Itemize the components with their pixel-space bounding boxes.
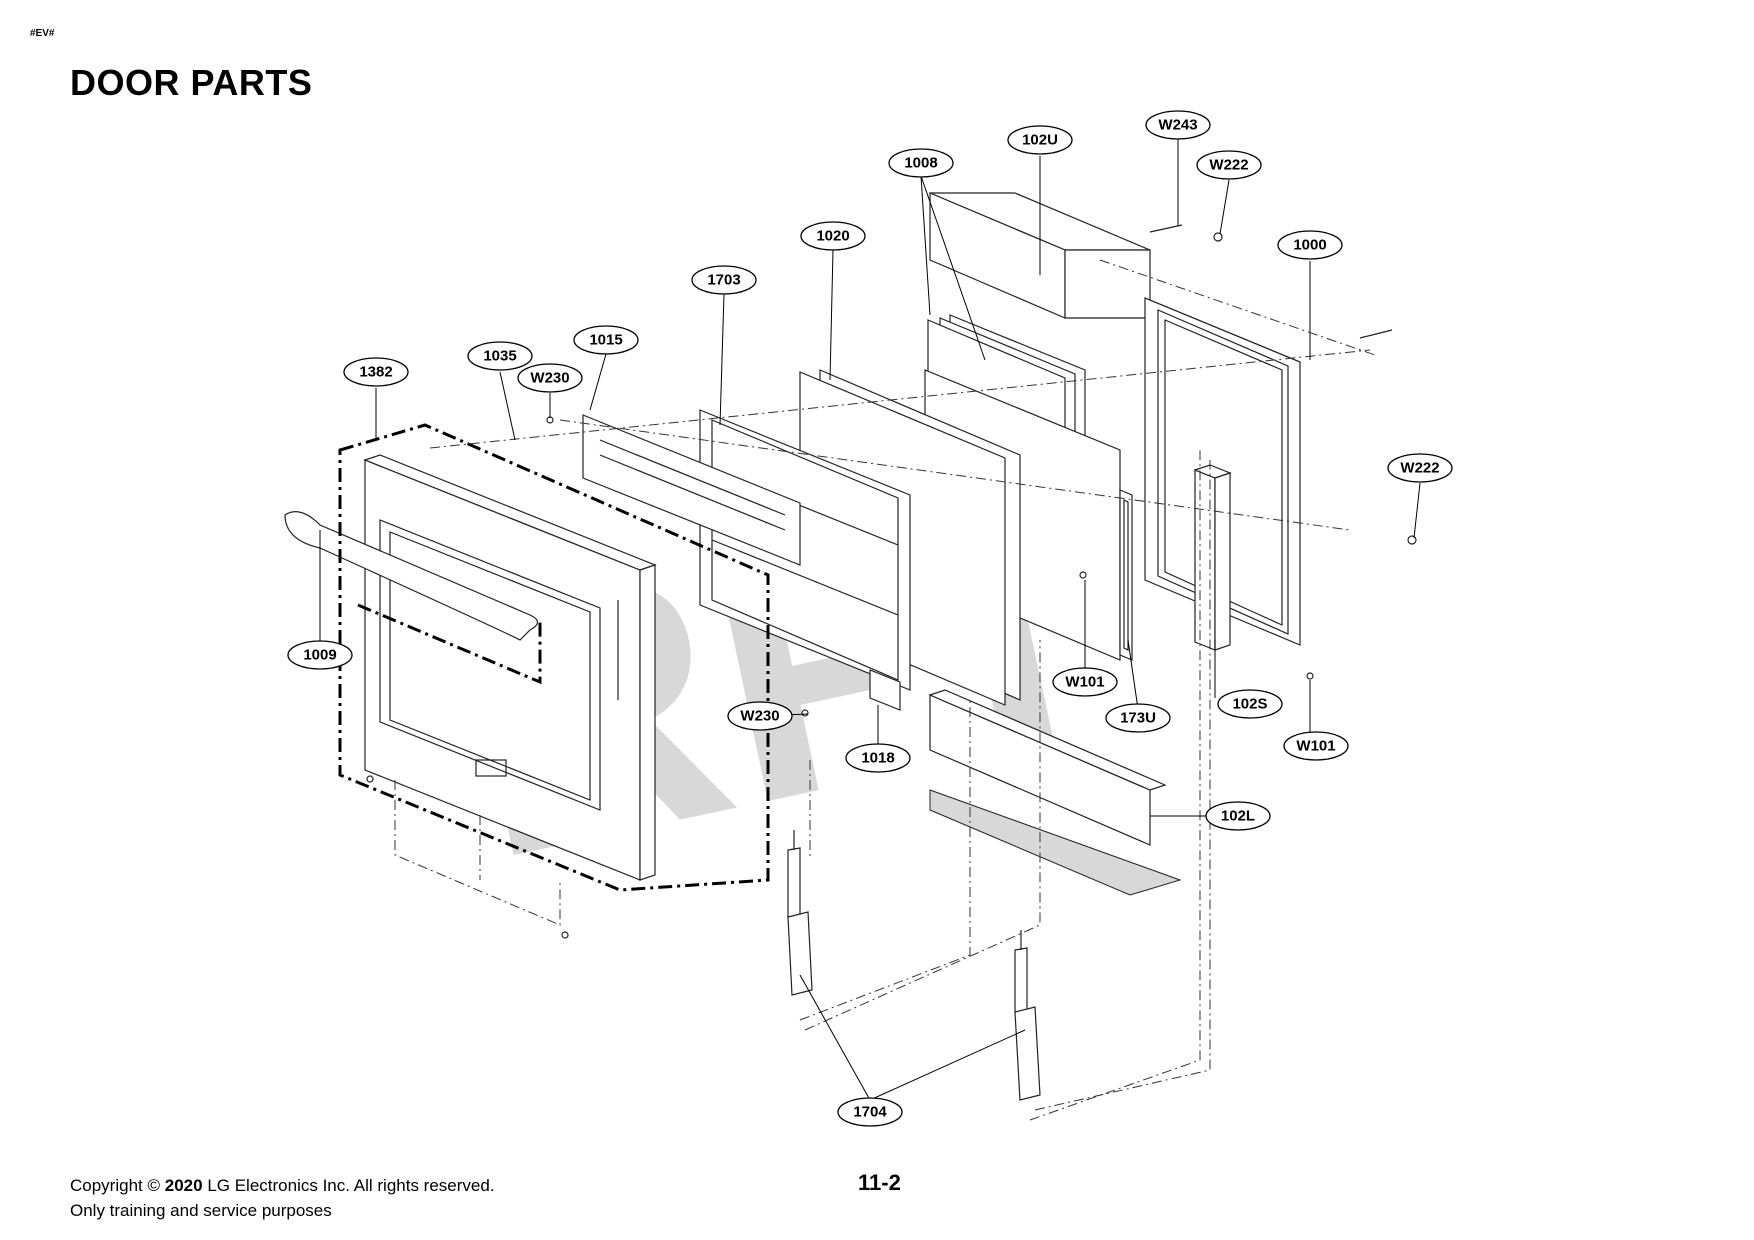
- screw-w230-bottom-icon: [801, 709, 809, 717]
- copyright-year: 2020: [164, 1176, 203, 1195]
- callout-label: 1703: [707, 272, 740, 289]
- callout-1000: 1000: [1277, 230, 1343, 260]
- callout-label: 102S: [1232, 696, 1267, 713]
- bracket-1018: [869, 669, 901, 711]
- callout-label: 1018: [861, 750, 894, 767]
- handle-1009: [284, 511, 539, 641]
- callout-label: W222: [1400, 460, 1439, 477]
- footer: Copyright © 2020 LG Electronics Inc. All…: [70, 1173, 495, 1223]
- callout-w230-top: W230: [517, 363, 583, 393]
- screw-right-icon: [1359, 329, 1393, 339]
- screw-bottom-icon: [561, 931, 569, 939]
- callout-w222-top: W222: [1196, 150, 1262, 180]
- callout-1704: 1704: [837, 1097, 903, 1127]
- page-number: 11-2: [858, 1170, 901, 1195]
- usage-note: Only training and service purposes: [70, 1201, 332, 1220]
- callout-1035: 1035: [467, 341, 533, 371]
- callout-label: 1000: [1293, 237, 1326, 254]
- callout-1009: 1009: [287, 640, 353, 670]
- callout-w222-right: W222: [1387, 453, 1453, 483]
- insulation-102l: [928, 689, 1182, 896]
- screw-w243-icon: [1149, 224, 1183, 233]
- callout-label: W230: [530, 370, 569, 387]
- panel-1015: [582, 414, 801, 718]
- callout-label: 1009: [303, 647, 336, 664]
- callout-label: W243: [1158, 117, 1197, 134]
- doc-code: #EV#: [30, 28, 55, 39]
- callout-label: 1382: [359, 364, 392, 381]
- callout-label: 1035: [483, 348, 516, 365]
- copyright-line: Copyright © 2020 LG Electronics Inc. All…: [70, 1173, 495, 1198]
- callout-label: 1008: [904, 155, 937, 172]
- callout-102l: 102L: [1205, 801, 1271, 831]
- callout-label: 1015: [589, 332, 622, 349]
- callout-w101-left: W101: [1052, 667, 1118, 697]
- screw-bottom-left-icon: [366, 775, 374, 783]
- callout-102s: 102S: [1217, 689, 1283, 719]
- callout-w230-bottom: W230: [727, 701, 793, 731]
- callout-1020: 1020: [800, 221, 866, 251]
- callout-w101-right: W101: [1283, 731, 1349, 761]
- callout-1703: 1703: [691, 265, 757, 295]
- callout-label: 102U: [1022, 132, 1058, 149]
- callout-173u: 173U: [1105, 703, 1171, 733]
- assembly-lines: [338, 259, 1376, 1121]
- page-title: DOOR PARTS: [70, 62, 313, 103]
- hinge-1704-right: [1014, 930, 1041, 1101]
- copyright-suffix: LG Electronics Inc. All rights reserved.: [207, 1176, 495, 1195]
- callout-1015: 1015: [573, 325, 639, 355]
- callout-label: W222: [1209, 157, 1248, 174]
- screw-w222-right-icon: [1407, 535, 1417, 545]
- callout-label: W101: [1296, 738, 1335, 755]
- outer-door-1382: [363, 454, 657, 881]
- copyright-prefix: Copyright ©: [70, 1176, 161, 1195]
- callout-w243: W243: [1145, 110, 1211, 140]
- callout-102u: 102U: [1007, 125, 1073, 155]
- hinge-1704-left: [787, 830, 813, 996]
- callout-label: 173U: [1120, 710, 1156, 727]
- screw-w101-right-icon: [1306, 672, 1314, 680]
- callout-label: 1704: [853, 1104, 887, 1121]
- leader-lines: [319, 138, 1421, 1101]
- strip-173u: [1119, 489, 1133, 661]
- callout-label: 102L: [1221, 808, 1255, 825]
- callout-label: W101: [1065, 674, 1104, 691]
- screw-w222-icon: [1213, 232, 1223, 242]
- callout-1382: 1382: [343, 357, 409, 387]
- callout-label: 1020: [816, 228, 849, 245]
- callout-label: W230: [740, 708, 779, 725]
- callout-1008: 1008: [888, 148, 954, 178]
- screw-w101-left-icon: [1079, 571, 1087, 579]
- callout-1018: 1018: [845, 743, 911, 773]
